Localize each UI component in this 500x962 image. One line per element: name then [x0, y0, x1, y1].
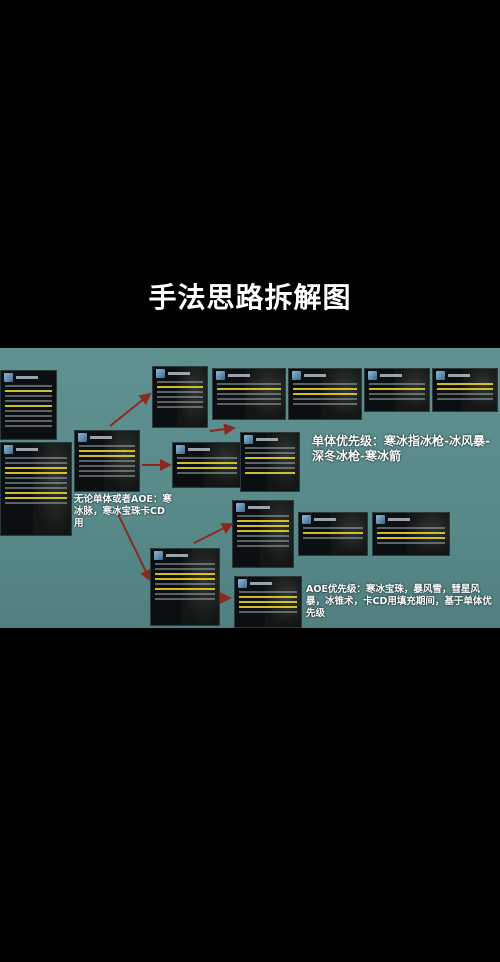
skill-icon	[78, 433, 87, 442]
skill-card	[232, 500, 294, 568]
skill-icon	[238, 579, 247, 588]
skill-icon	[156, 369, 165, 378]
skill-card	[152, 366, 208, 428]
arrow-to-center-card	[209, 423, 236, 436]
page-title: 手法思路拆解图	[148, 281, 352, 314]
skill-icon	[368, 371, 377, 380]
skill-card	[172, 442, 242, 488]
skill-card	[288, 368, 362, 420]
skill-icon	[4, 373, 13, 382]
note-aoe: AOE优先级：寒冰宝珠，暴风雪，彗星风暴，冰锥术，卡CD用填充期间，基于单体优先…	[306, 584, 492, 619]
skill-card	[432, 368, 498, 412]
skill-icon	[154, 551, 163, 560]
arrow-to-lower-branch	[117, 513, 152, 582]
arrow-to-top-branch	[109, 392, 152, 427]
skill-icon	[236, 503, 245, 512]
skill-card	[298, 512, 368, 556]
arrow-lower-up	[193, 523, 234, 544]
note-single-target: 单体优先级：寒冰指冰枪-冰风暴-深冬冰枪-寒冰箭	[312, 434, 490, 463]
skill-card	[74, 430, 140, 492]
skill-card	[150, 548, 220, 626]
skill-card	[234, 576, 302, 628]
skill-icon	[436, 371, 445, 380]
skill-card	[364, 368, 430, 412]
skill-icon	[216, 371, 225, 380]
skill-icon	[176, 445, 185, 454]
skill-card	[212, 368, 286, 420]
skill-icon	[292, 371, 301, 380]
skill-card	[240, 432, 300, 492]
skill-icon	[244, 435, 253, 444]
skill-icon	[302, 515, 311, 524]
skill-icon	[4, 445, 13, 454]
skill-card	[0, 370, 57, 440]
note-any-target: 无论单体或者AOE：寒冰脉，寒冰宝珠卡CD用	[74, 494, 172, 529]
skill-icon	[376, 515, 385, 524]
diagram-board: 单体优先级：寒冰指冰枪-冰风暴-深冬冰枪-寒冰箭 无论单体或者AOE：寒冰脉，寒…	[0, 348, 500, 628]
skill-card	[372, 512, 450, 556]
skill-card	[0, 442, 72, 536]
